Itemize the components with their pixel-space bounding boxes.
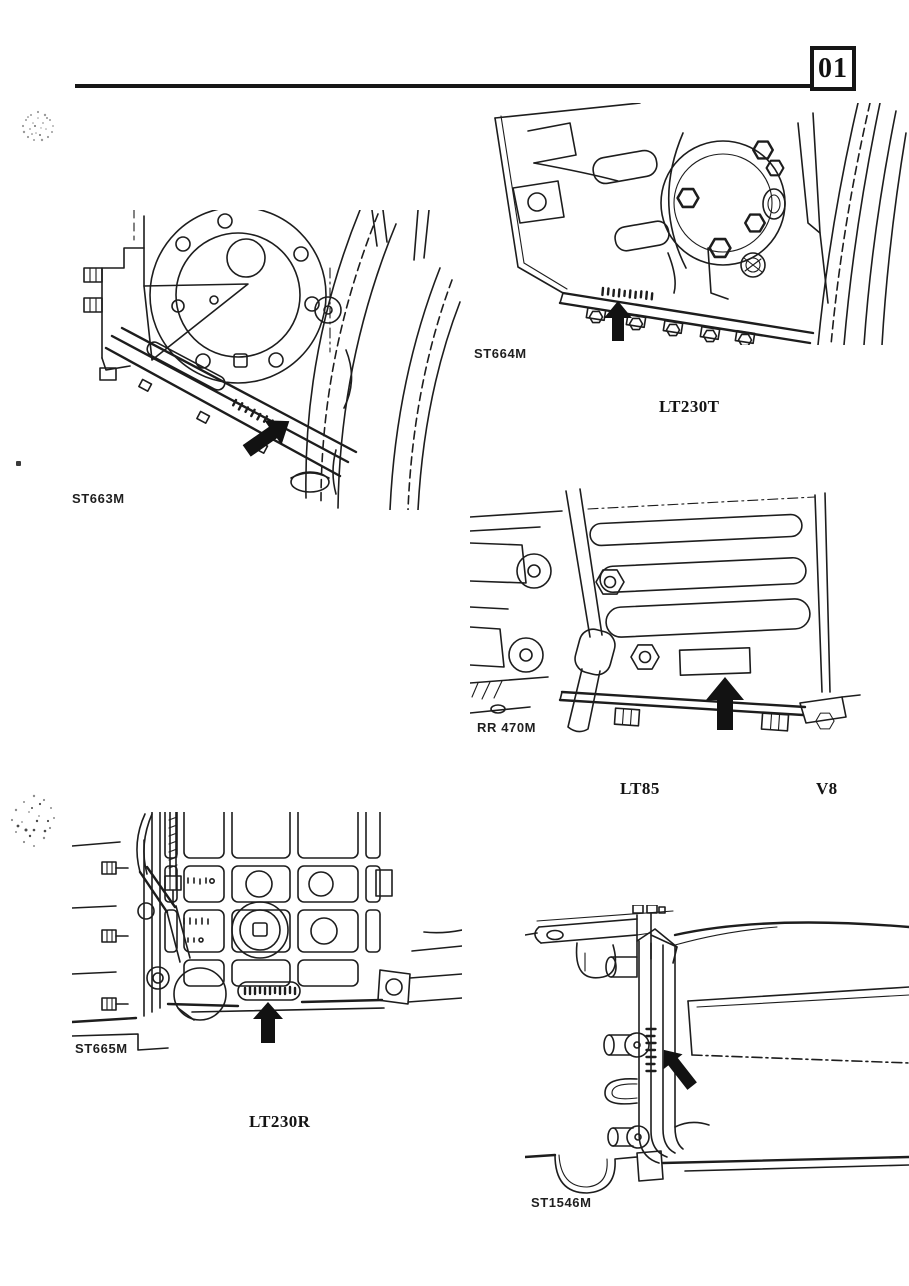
cast-markings [183,877,216,943]
figure-caption-st665m: ST665M [75,1041,128,1056]
figure-caption-st664m: ST664M [474,346,527,361]
scan-speck [16,461,21,466]
figure-st665m-drawing [72,812,462,1051]
serial-number-stamp [601,286,654,301]
serial-location-arrow-icon [706,677,744,730]
serial-location-arrow-icon [604,301,632,341]
serial-location-arrow-icon [663,1049,697,1090]
serial-number-plate [237,981,301,1001]
engine-label-v8: V8 [816,779,838,798]
scan-smudge-icon [21,110,54,142]
header-rule [75,84,812,88]
figure-caption-rr470m: RR 470M [477,720,537,735]
serial-number-stamp [243,985,297,996]
scan-smudge-icon [10,794,55,847]
section-number: 01 [810,46,856,91]
figure-caption-st1546m: ST1546M [531,1195,592,1210]
gearbox-model-label-lt230t: LT230T [659,397,720,416]
serial-location-arrow-icon [242,420,290,457]
figure-st663m-drawing [83,210,461,510]
figure-rr470m-drawing [470,488,861,733]
figure-caption-st663m: ST663M [72,491,125,506]
figure-st1546m-drawing [525,905,909,1194]
gearbox-model-label-lt85: LT85 [620,779,660,798]
serial-number-stamp [678,646,752,677]
serial-number-stamp [645,1027,657,1073]
gearbox-model-label-lt230r: LT230R [249,1112,311,1131]
serial-location-arrow-icon [253,1002,283,1043]
figure-st664m-drawing [494,103,907,345]
